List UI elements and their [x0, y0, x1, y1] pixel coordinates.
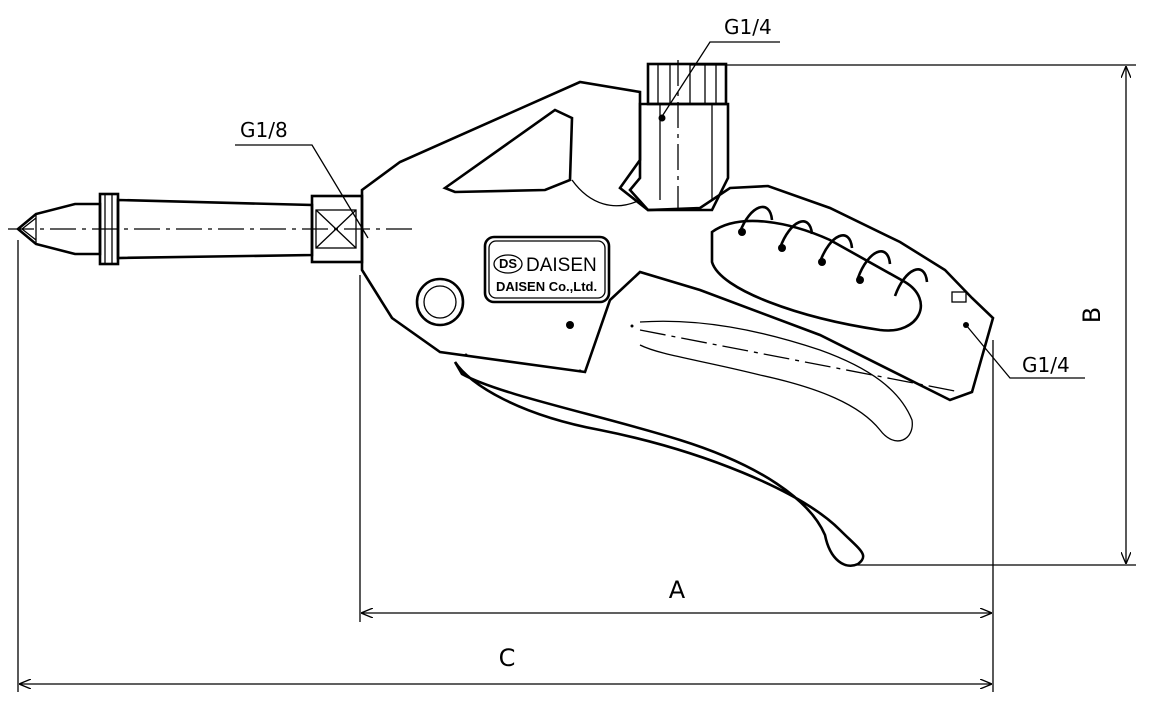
logo-brand: DAISEN	[526, 255, 597, 276]
dimension-c-label: C	[499, 644, 516, 672]
rear-port-label: G1/4	[1022, 353, 1070, 377]
logo-mark-text: DS	[499, 256, 517, 271]
top-port-fitting	[628, 60, 730, 212]
grip	[710, 205, 969, 332]
dimension-lines	[17, 64, 1136, 692]
gun-body	[360, 80, 995, 402]
logo-plate: DS DAISEN DAISEN Co.,Ltd.	[483, 235, 611, 304]
dimension-b-label: B	[1078, 307, 1106, 323]
trigger	[453, 320, 961, 567]
logo-company: DAISEN Co.,Ltd.	[496, 279, 597, 294]
leaders	[235, 41, 1085, 379]
top-port-label: G1/4	[724, 15, 772, 39]
dimension-a-label: A	[669, 576, 686, 604]
logo-mark	[493, 254, 523, 274]
nozzle	[15, 192, 364, 266]
nozzle-port-label: G1/8	[240, 118, 288, 142]
